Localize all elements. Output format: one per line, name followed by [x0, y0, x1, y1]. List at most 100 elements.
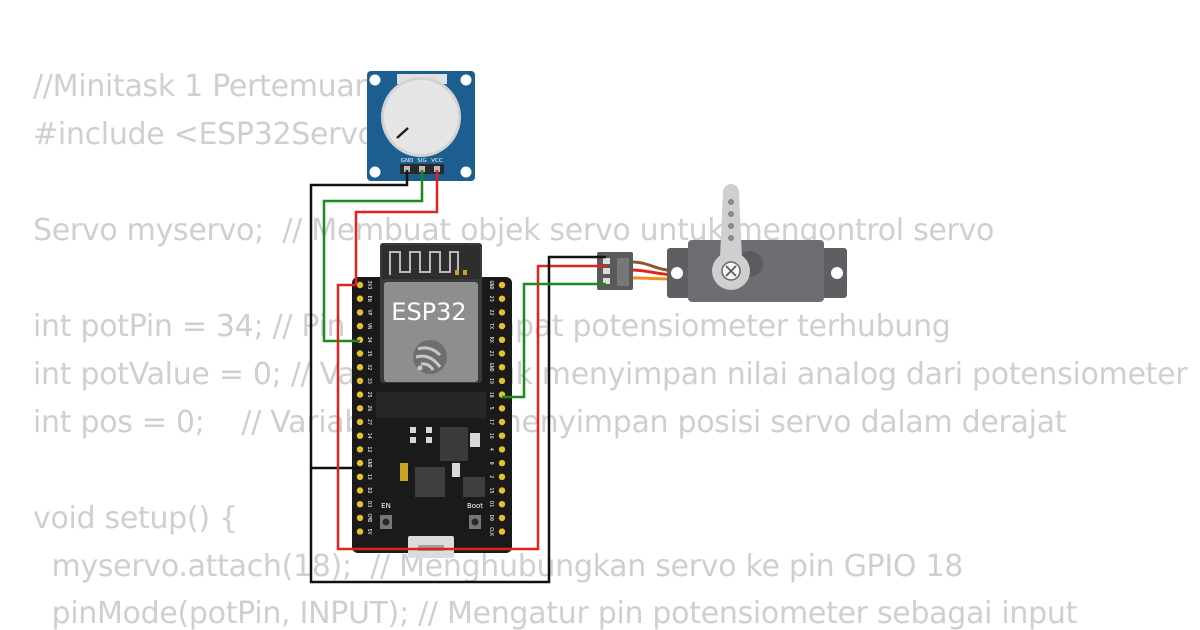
- esp32-pin[interactable]: [356, 281, 364, 289]
- espressif-logo-icon: [413, 340, 447, 374]
- esp32-pin[interactable]: [356, 405, 364, 412]
- code-line: //Minitask 1 Pertemuan: [33, 69, 374, 104]
- esp32-pin[interactable]: [498, 281, 506, 289]
- en-button-cap: [382, 518, 390, 526]
- servo-motor[interactable]: [597, 184, 847, 302]
- esp32-pin-label: 0: [488, 462, 494, 465]
- code-line: Servo myservo; // Membuat objek servo un…: [33, 213, 995, 248]
- antenna-pad: [463, 270, 467, 275]
- servo-connector-pin[interactable]: [603, 268, 610, 274]
- esp32-pin[interactable]: [498, 432, 506, 439]
- esp32-pin-label: GND: [488, 363, 494, 372]
- horn-hole: [728, 235, 734, 241]
- smd-component: [410, 427, 416, 433]
- esp32-pin[interactable]: [498, 501, 506, 508]
- esp32-label: ESP32: [391, 298, 466, 326]
- wire-pot-vcc[interactable]: [354, 170, 439, 285]
- servo-mount-hole: [671, 267, 683, 279]
- smd-component: [470, 433, 480, 447]
- esp32-pin[interactable]: [356, 364, 364, 371]
- wire-servo-gnd[interactable]: [309, 255, 606, 584]
- esp32-pin[interactable]: [356, 377, 364, 385]
- esp32-pin-label: D1: [488, 501, 494, 507]
- esp32-pin[interactable]: [498, 528, 506, 535]
- esp32-pin-label: 22: [488, 309, 494, 315]
- esp32-pin[interactable]: [498, 487, 506, 494]
- esp32-pin[interactable]: [356, 418, 364, 426]
- pot-pin-label-sig: SIG: [417, 158, 426, 164]
- esp32-pin[interactable]: [498, 309, 506, 316]
- smd-component: [400, 463, 408, 481]
- esp32-pin[interactable]: [356, 501, 364, 508]
- esp32-pin-label: 35: [366, 350, 372, 356]
- esp32-pin[interactable]: [356, 446, 364, 453]
- esp32-pin[interactable]: [356, 322, 364, 330]
- esp32-pin[interactable]: [498, 418, 506, 426]
- esp32-pin-label: D2: [366, 487, 372, 493]
- esp32-pin-label: 13: [366, 474, 372, 480]
- pot-pin-sig[interactable]: [419, 166, 425, 172]
- esp32-pin-label: 21: [488, 350, 494, 356]
- smd-component: [426, 437, 432, 443]
- esp32-pin-label: 17: [488, 419, 494, 425]
- servo-connector-body: [617, 258, 629, 286]
- esp32-shield: [384, 282, 478, 382]
- smd-component: [452, 463, 460, 477]
- smd-component: [410, 437, 416, 443]
- esp32-pin-label: 5: [488, 407, 494, 410]
- usb-uart-chip: [415, 467, 445, 497]
- esp32-pin[interactable]: [498, 364, 506, 371]
- esp32-pin-label: VN: [366, 323, 372, 329]
- esp32-pin[interactable]: [498, 459, 506, 467]
- potentiometer-knob[interactable]: [384, 80, 458, 154]
- esp32-pin-label: 5V: [366, 529, 372, 535]
- potentiometer[interactable]: GND SIG VCC: [367, 71, 475, 181]
- esp32-pin[interactable]: [498, 350, 506, 357]
- wire-pot-signal[interactable]: [322, 170, 424, 343]
- esp32-pin[interactable]: [356, 459, 364, 467]
- esp32-module-castellations: [376, 392, 486, 418]
- esp32-pin[interactable]: [498, 377, 506, 385]
- esp32-pin[interactable]: [356, 514, 364, 522]
- horn-hole: [728, 223, 734, 229]
- esp32-pin[interactable]: [356, 432, 364, 439]
- esp32-pin[interactable]: [498, 322, 506, 330]
- esp32-pin-label: 4: [488, 448, 494, 451]
- mount-hole: [369, 74, 381, 86]
- esp32-pin[interactable]: [356, 350, 364, 357]
- esp32-pin[interactable]: [498, 446, 506, 453]
- pot-pin-label-vcc: VCC: [431, 158, 443, 164]
- esp32-pin[interactable]: [356, 391, 364, 398]
- esp32-pin[interactable]: [356, 295, 364, 302]
- esp32-pin[interactable]: [498, 514, 506, 522]
- esp32-pin-label: 14: [366, 433, 372, 439]
- wire-pot-gnd[interactable]: [309, 170, 409, 470]
- esp32-pin-label: 25: [366, 392, 372, 398]
- mount-hole: [460, 74, 472, 86]
- mount-hole: [460, 166, 472, 178]
- esp32-pin-label: 32: [366, 364, 372, 370]
- esp32-pin[interactable]: [356, 528, 364, 535]
- servo-mount-hole: [831, 267, 843, 279]
- code-line: myservo.attach(18); // Menghubungkan ser…: [33, 549, 964, 584]
- wire-servo-signal[interactable]: [502, 282, 606, 399]
- esp32-pin[interactable]: [498, 295, 506, 302]
- esp32-pin-label: GND: [366, 459, 372, 468]
- horn-hole: [728, 199, 734, 205]
- servo-connector-pin[interactable]: [603, 278, 610, 284]
- esp32-pin[interactable]: [356, 487, 364, 494]
- esp32-pin[interactable]: [356, 309, 364, 316]
- esp32-pin[interactable]: [498, 336, 506, 343]
- esp32-pin[interactable]: [498, 473, 506, 480]
- esp32-pin[interactable]: [356, 473, 364, 480]
- esp32-pin-label: RX: [488, 337, 494, 343]
- smd-component: [426, 427, 432, 433]
- pot-pin-vcc[interactable]: [434, 166, 440, 172]
- servo-connector-pin[interactable]: [603, 258, 610, 264]
- smd-chip: [463, 477, 485, 497]
- pot-pin-gnd[interactable]: [404, 166, 410, 172]
- esp32-pin[interactable]: [498, 405, 506, 412]
- potentiometer-indicator: [396, 127, 409, 139]
